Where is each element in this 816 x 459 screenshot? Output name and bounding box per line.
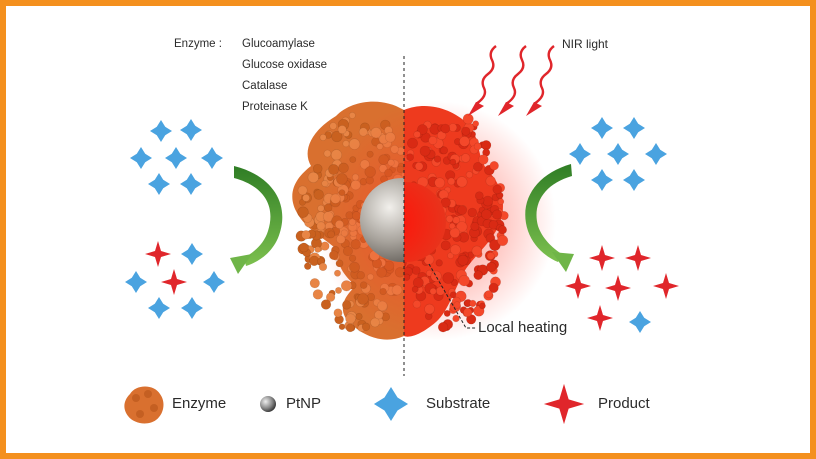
legend-ptnp-icon [260,396,276,412]
nir-light-arrows [475,45,555,105]
enzyme-item-catalase: Catalase [242,80,288,92]
hot-core [404,182,446,262]
left-substrate-cluster [130,119,223,195]
legend-substrate-icon [373,386,409,422]
enzyme-heading: Enzyme : [174,38,222,50]
diagram-canvas [124,45,679,425]
enzyme-cluster-right [404,106,509,337]
enzyme-item-glucoamylase: Glucoamylase [242,38,315,50]
legend-enzyme-icon [124,386,164,424]
legend-ptnp-label: PtNP [286,395,322,412]
left-mixed-cluster [125,241,225,319]
enzyme-item-glucose-oxidase: Glucose oxidase [242,59,328,71]
legend-product-icon [543,383,585,425]
nir-light-label: NIR light [562,37,609,51]
local-heating-label: Local heating [478,319,568,336]
ptnp-sphere [360,178,404,262]
right-substrate-cluster [569,117,667,191]
local-heating-pointer [428,263,476,329]
left-reaction-arrow [230,166,283,274]
legend-enzyme-label: Enzyme [172,395,227,412]
right-reaction-arrow [525,164,574,272]
enzyme-item-proteinase-k: Proteinase K [242,101,308,113]
legend-product-label: Product [598,395,650,412]
right-product-cluster [565,245,679,333]
legend-substrate-label: Substrate [426,395,491,412]
nir-arrowheads [468,102,542,116]
